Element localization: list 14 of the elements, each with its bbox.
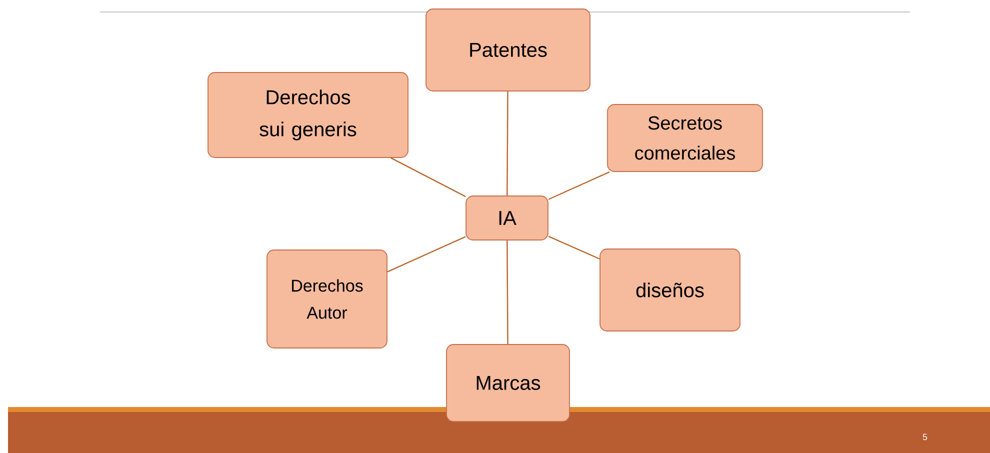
connector-line (506, 240, 508, 344)
connector-line (548, 171, 610, 200)
topic-box: IA (466, 196, 548, 240)
connector-line (506, 91, 508, 196)
page-number: 5 (922, 434, 928, 440)
topic-box: Patentes (426, 8, 590, 92)
topic-box: Derechos Autor (266, 250, 388, 348)
connector-line (548, 236, 600, 260)
topic-box: Derechos sui generis (208, 72, 408, 158)
connector-line (387, 236, 466, 272)
topic-box: Secretos comerciales (607, 104, 763, 172)
connector-line (390, 157, 466, 198)
topic-box: Marcas (446, 344, 570, 422)
topic-box: diseños (600, 248, 740, 332)
